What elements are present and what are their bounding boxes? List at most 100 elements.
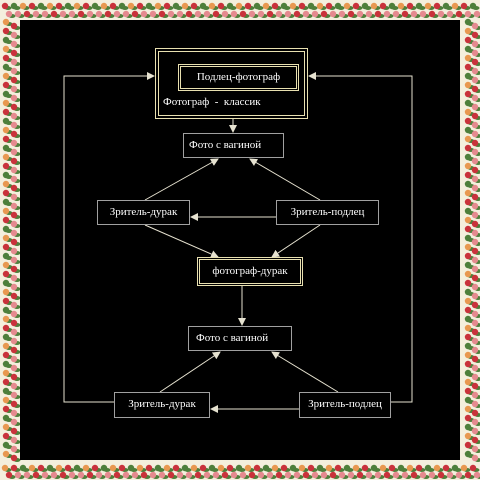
border-flower-icon bbox=[352, 2, 363, 10]
border-flower-icon bbox=[471, 391, 480, 399]
border-flower-icon bbox=[451, 464, 462, 472]
border-flower-icon bbox=[471, 40, 480, 48]
border-flower-icon bbox=[428, 471, 439, 479]
border-flower-icon bbox=[10, 256, 21, 264]
border-flower-icon bbox=[10, 193, 21, 201]
border-flower-icon bbox=[10, 391, 21, 399]
border-flower-icon bbox=[2, 306, 13, 314]
border-flower-icon bbox=[167, 471, 178, 479]
border-flower-icon bbox=[410, 10, 421, 18]
border-flower-icon bbox=[73, 464, 84, 472]
border-flower-icon bbox=[221, 10, 232, 18]
border-flower-icon bbox=[419, 10, 430, 18]
border-flower-icon bbox=[271, 2, 282, 10]
border-flower-icon bbox=[10, 184, 21, 192]
border-flower-icon bbox=[374, 471, 385, 479]
photo-box-1 bbox=[183, 133, 284, 158]
border-flower-icon bbox=[471, 364, 480, 372]
border-flower-icon bbox=[2, 252, 13, 260]
border-flower-icon bbox=[82, 2, 93, 10]
border-flower-icon bbox=[338, 10, 349, 18]
border-flower-icon bbox=[370, 2, 381, 10]
border-flower-icon bbox=[469, 2, 480, 10]
border-flower-icon bbox=[14, 10, 25, 18]
border-flower-icon bbox=[424, 464, 435, 472]
border-flower-icon bbox=[2, 414, 13, 422]
border-flower-icon bbox=[2, 72, 13, 80]
connector-layer bbox=[63, 72, 413, 413]
arrow-fool2-to-photo2 bbox=[159, 351, 221, 393]
border-flower-icon bbox=[406, 464, 417, 472]
border-flower-icon bbox=[10, 373, 21, 381]
border-flower-icon bbox=[347, 471, 358, 479]
border-flower-icon bbox=[2, 18, 13, 26]
border-flower-icon bbox=[471, 166, 480, 174]
border-flower-icon bbox=[2, 342, 13, 350]
border-flower-icon bbox=[401, 10, 412, 18]
border-flower-icon bbox=[10, 229, 21, 237]
border-flower-icon bbox=[10, 382, 21, 390]
border-flower-icon bbox=[10, 22, 21, 30]
border-flower-icon bbox=[91, 2, 102, 10]
border-flower-icon bbox=[302, 10, 313, 18]
border-flower-icon bbox=[464, 315, 475, 323]
border-flower-icon bbox=[230, 10, 241, 18]
border-flower-icon bbox=[68, 471, 79, 479]
border-flower-icon bbox=[460, 464, 471, 472]
border-flower-icon bbox=[383, 10, 394, 18]
border-flower-icon bbox=[10, 337, 21, 345]
border-flower-icon bbox=[50, 10, 61, 18]
border-flower-icon bbox=[10, 175, 21, 183]
border-flower-icon bbox=[1, 2, 12, 10]
border-flower-icon bbox=[2, 423, 13, 431]
border-flower-icon bbox=[244, 464, 255, 472]
border-flower-icon bbox=[307, 464, 318, 472]
border-flower-icon bbox=[226, 464, 237, 472]
border-flower-icon bbox=[239, 471, 250, 479]
border-flower-icon bbox=[2, 315, 13, 323]
border-flower-icon bbox=[41, 10, 52, 18]
border-flower-icon bbox=[185, 10, 196, 18]
border-flower-icon bbox=[212, 471, 223, 479]
border-flower-icon bbox=[442, 2, 453, 10]
border-flower-icon bbox=[334, 464, 345, 472]
border-flower-icon bbox=[95, 10, 106, 18]
border-flower-icon bbox=[10, 40, 21, 48]
border-flower-icon bbox=[140, 471, 151, 479]
border-flower-icon bbox=[118, 2, 129, 10]
border-flower-icon bbox=[464, 423, 475, 431]
photo-label-1: Фото с вагиной bbox=[189, 139, 262, 151]
viewer-scoundrel-label-1: Зритель-подлец bbox=[290, 206, 365, 218]
border-flower-icon bbox=[419, 471, 430, 479]
border-flower-icon bbox=[471, 274, 480, 282]
border-flower-icon bbox=[464, 207, 475, 215]
border-flower-icon bbox=[415, 2, 426, 10]
border-flower-icon bbox=[2, 288, 13, 296]
border-flower-icon bbox=[280, 2, 291, 10]
border-flower-icon bbox=[5, 10, 16, 18]
border-flower-icon bbox=[471, 58, 480, 66]
border-flower-icon bbox=[68, 10, 79, 18]
border-flower-icon bbox=[257, 471, 268, 479]
border-flower-icon bbox=[471, 229, 480, 237]
border-flower-icon bbox=[433, 464, 444, 472]
border-flower-icon bbox=[383, 471, 394, 479]
border-flower-icon bbox=[10, 166, 21, 174]
border-flower-icon bbox=[163, 2, 174, 10]
border-flower-icon bbox=[284, 10, 295, 18]
border-flower-icon bbox=[460, 2, 471, 10]
border-flower-icon bbox=[104, 10, 115, 18]
border-flower-icon bbox=[2, 27, 13, 35]
border-flower-icon bbox=[2, 135, 13, 143]
border-flower-icon bbox=[10, 121, 21, 129]
border-flower-icon bbox=[10, 247, 21, 255]
border-flower-icon bbox=[2, 279, 13, 287]
border-flower-icon bbox=[401, 471, 412, 479]
border-flower-icon bbox=[172, 464, 183, 472]
viewer-scoundrel-box-1 bbox=[276, 200, 379, 225]
border-flower-icon bbox=[379, 2, 390, 10]
border-flower-icon bbox=[410, 471, 421, 479]
border-flower-icon bbox=[46, 2, 57, 10]
border-flower-icon bbox=[41, 471, 52, 479]
border-flower-icon bbox=[77, 471, 88, 479]
